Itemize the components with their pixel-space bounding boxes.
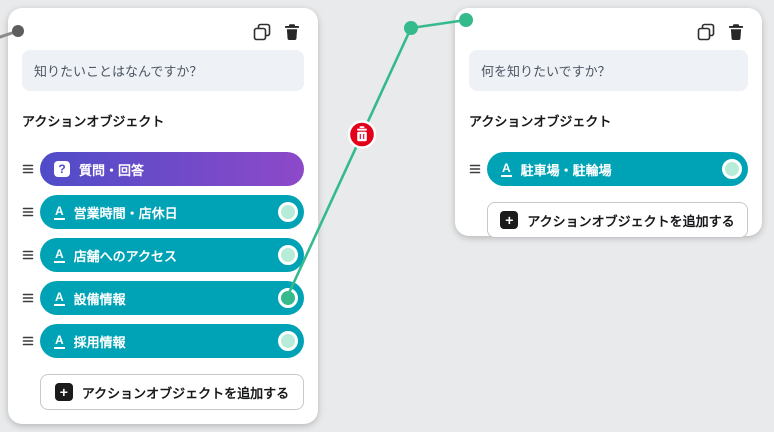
connection-bend-handle[interactable] (404, 21, 418, 35)
action-object-row: A 店舗へのアクセス (22, 238, 304, 272)
incoming-connection-dot[interactable] (12, 25, 24, 37)
action-object-store-access[interactable]: A 店舗へのアクセス (40, 238, 304, 272)
action-object-row: ? 質問・回答 (22, 152, 304, 186)
action-object-question-answer[interactable]: ? 質問・回答 (40, 152, 304, 186)
drag-handle-icon[interactable] (22, 163, 34, 175)
flow-node-card-left: 知りたいことはなんですか？ アクションオブジェクト ? 質問・回答 A 営業時間… (8, 8, 318, 424)
action-object-facility-info[interactable]: A 設備情報 (40, 281, 304, 315)
action-object-label: 駐車場・駐輪場 (520, 162, 612, 178)
action-object-label: 採用情報 (73, 334, 126, 350)
delete-connection-button[interactable] (347, 120, 377, 149)
action-object-label: 質問・回答 (79, 162, 145, 178)
node-toolbar (22, 22, 304, 44)
action-object-row: A 駐車場・駐輪場 (469, 152, 748, 186)
add-action-object-button[interactable]: + アクションオブジェクトを追加する (487, 202, 748, 238)
question-doc-icon: ? (54, 161, 70, 177)
action-object-parking[interactable]: A 駐車場・駐輪場 (487, 152, 748, 186)
duplicate-node-button[interactable] (694, 22, 718, 44)
trash-icon (283, 23, 301, 44)
node-question-text[interactable]: 知りたいことはなんですか？ (22, 50, 304, 91)
action-object-label: 営業時間・店休日 (73, 205, 178, 221)
trash-icon (357, 126, 367, 142)
action-object-label: 店舗へのアクセス (73, 248, 178, 264)
text-icon: A (54, 332, 65, 349)
action-object-row: A 設備情報 (22, 281, 304, 315)
drag-handle-icon[interactable] (469, 163, 481, 175)
duplicate-node-button[interactable] (250, 22, 274, 44)
connection-port[interactable] (722, 159, 742, 179)
drag-handle-icon[interactable] (22, 249, 34, 261)
drag-handle-icon[interactable] (22, 335, 34, 347)
drag-handle-icon[interactable] (22, 292, 34, 304)
connection-port[interactable] (278, 202, 298, 222)
action-objects-label: アクションオブジェクト (469, 114, 612, 129)
drag-handle-icon[interactable] (22, 206, 34, 218)
action-objects-label: アクションオブジェクト (22, 114, 165, 129)
text-icon: A (54, 289, 65, 306)
action-object-business-hours[interactable]: A 営業時間・店休日 (40, 195, 304, 229)
action-object-recruit-info[interactable]: A 採用情報 (40, 324, 304, 358)
node-toolbar (469, 22, 748, 44)
connection-endpoint-dot[interactable] (459, 13, 473, 27)
node-question-text[interactable]: 何を知りたいですか？ (469, 50, 748, 91)
trash-icon (727, 23, 745, 44)
action-object-label: 設備情報 (73, 291, 126, 307)
text-icon: A (54, 246, 65, 263)
copy-icon (253, 23, 271, 44)
connection-port-connected[interactable] (278, 288, 298, 308)
add-action-object-label: アクションオブジェクトを追加する (527, 213, 735, 229)
delete-node-button[interactable] (280, 22, 304, 44)
plus-icon: + (500, 211, 519, 229)
text-icon: A (54, 203, 65, 220)
flow-node-card-right: 何を知りたいですか？ アクションオブジェクト A 駐車場・駐輪場 + アクション… (455, 8, 762, 238)
action-object-row: A 採用情報 (22, 324, 304, 358)
add-action-object-button[interactable]: + アクションオブジェクトを追加する (40, 374, 304, 410)
plus-icon: + (54, 383, 73, 401)
copy-icon (697, 23, 715, 44)
text-icon: A (501, 160, 512, 177)
connection-port[interactable] (278, 331, 298, 351)
action-object-row: A 営業時間・店休日 (22, 195, 304, 229)
delete-node-button[interactable] (724, 22, 748, 44)
connection-port[interactable] (278, 245, 298, 265)
add-action-object-label: アクションオブジェクトを追加する (81, 385, 290, 401)
